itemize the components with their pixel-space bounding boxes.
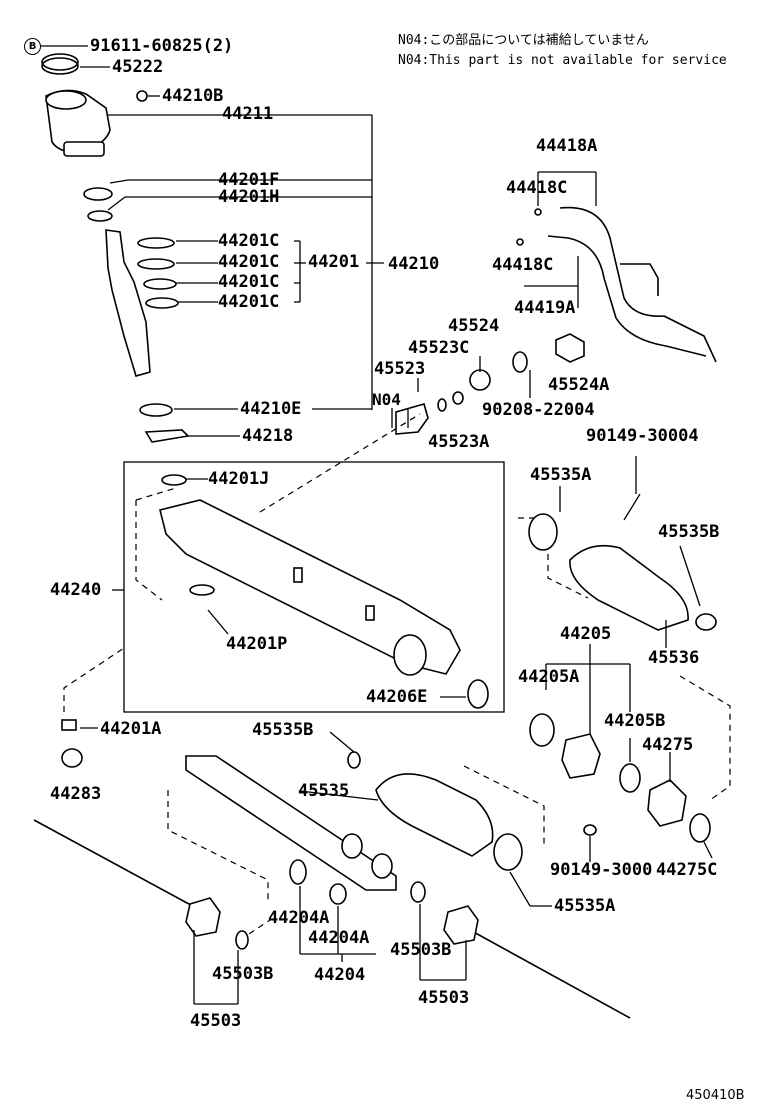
label-44418A[interactable]: 44418A <box>536 136 598 156</box>
label-44201[interactable]: 44201 <box>308 252 360 272</box>
label-44418C-1[interactable]: 44418C <box>506 178 568 198</box>
label-44210[interactable]: 44210 <box>388 254 440 274</box>
label-45523A[interactable]: 45523A <box>428 432 490 452</box>
label-44201C-3[interactable]: 44201C <box>218 272 280 292</box>
label-44201C-4[interactable]: 44201C <box>218 292 280 312</box>
label-44205A[interactable]: 44205A <box>518 667 580 687</box>
label-44201C-2[interactable]: 44201C <box>218 252 280 272</box>
label-44210B[interactable]: 44210B <box>162 86 224 106</box>
label-44240[interactable]: 44240 <box>50 580 102 600</box>
label-90208[interactable]: 90208-22004 <box>482 400 595 420</box>
label-90149-2[interactable]: 90149-3000 <box>550 860 653 880</box>
label-44201C-1[interactable]: 44201C <box>218 231 280 251</box>
label-44201J[interactable]: 44201J <box>208 469 270 489</box>
label-90149-1[interactable]: 90149-30004 <box>586 426 699 446</box>
diagram-code: 450410B <box>686 1088 745 1103</box>
label-45523C[interactable]: 45523C <box>408 338 470 358</box>
label-44201P[interactable]: 44201P <box>226 634 288 654</box>
note-jp: N04:この部品については補給していません <box>398 33 649 48</box>
label-91611[interactable]: 91611-60825(2) <box>90 36 234 56</box>
label-44275[interactable]: 44275 <box>642 735 694 755</box>
note-en: N04:This part is not available for servi… <box>398 53 727 68</box>
label-44204A-1[interactable]: 44204A <box>268 908 330 928</box>
label-45503-2[interactable]: 45503 <box>418 988 470 1008</box>
label-44218[interactable]: 44218 <box>242 426 294 446</box>
label-45535B-2[interactable]: 45535B <box>252 720 314 740</box>
label-45535A-2[interactable]: 45535A <box>554 896 616 916</box>
label-45535[interactable]: 45535 <box>298 781 350 801</box>
label-N04[interactable]: N04 <box>372 390 401 409</box>
label-44210E[interactable]: 44210E <box>240 399 302 419</box>
label-44204[interactable]: 44204 <box>314 965 366 985</box>
label-45524A[interactable]: 45524A <box>548 375 610 395</box>
marker-b-icon: B <box>24 38 41 55</box>
label-44275C[interactable]: 44275C <box>656 860 718 880</box>
label-44206E[interactable]: 44206E <box>366 687 428 707</box>
label-44205B[interactable]: 44205B <box>604 711 666 731</box>
label-44283[interactable]: 44283 <box>50 784 102 804</box>
label-45536[interactable]: 45536 <box>648 648 700 668</box>
label-44211[interactable]: 44211 <box>222 104 274 124</box>
label-45524[interactable]: 45524 <box>448 316 500 336</box>
label-45503B-1[interactable]: 45503B <box>212 964 274 984</box>
label-44201H[interactable]: 44201H <box>218 187 280 207</box>
label-45523[interactable]: 45523 <box>374 359 426 379</box>
label-44201A[interactable]: 44201A <box>100 719 162 739</box>
label-44205[interactable]: 44205 <box>560 624 612 644</box>
label-45503-1[interactable]: 45503 <box>190 1011 242 1031</box>
label-44204A-2[interactable]: 44204A <box>308 928 370 948</box>
label-44419A[interactable]: 44419A <box>514 298 576 318</box>
label-45222[interactable]: 45222 <box>112 57 164 77</box>
label-45503B-2[interactable]: 45503B <box>390 940 452 960</box>
label-45535B-1[interactable]: 45535B <box>658 522 720 542</box>
label-44201F[interactable]: 44201F <box>218 170 280 190</box>
label-44418C-2[interactable]: 44418C <box>492 255 554 275</box>
label-45535A-1[interactable]: 45535A <box>530 465 592 485</box>
